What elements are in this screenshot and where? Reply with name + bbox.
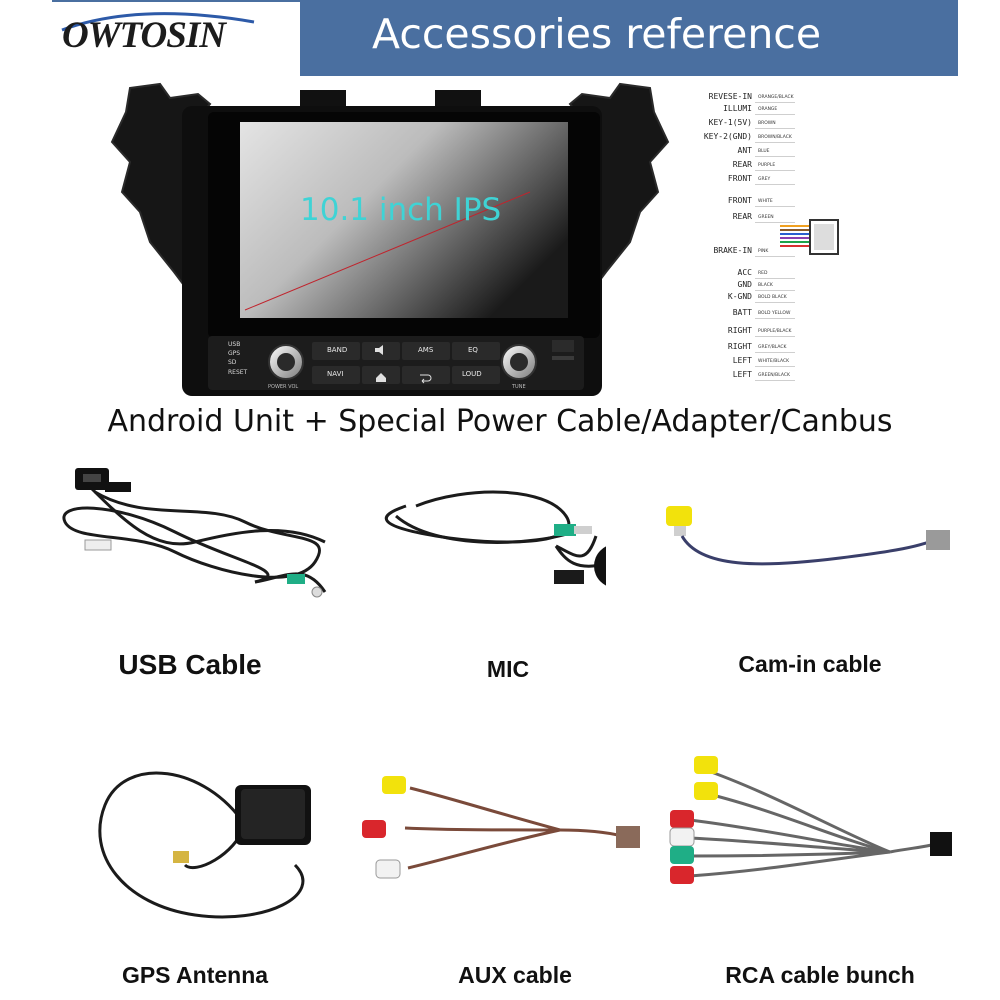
aux-cable-label: AUX cable [458,962,572,988]
wire-color-label: PURPLE/BLACK [758,329,792,334]
band-label: BAND [327,346,348,354]
wire-line [755,161,795,171]
brand-logo: OWTOSIN [62,15,226,56]
android-unit-image [110,82,670,396]
cam-in-cable-label: Cam-in cable [738,651,882,677]
screen-reflection [244,191,531,311]
usb-cable-image [62,468,327,598]
wire-name: GND [737,280,752,289]
wire-line [755,247,795,257]
aux-cable-image [362,776,640,879]
wire-name: LEFT [732,370,752,379]
band-button [312,342,360,360]
wire-name: LEFT [732,356,752,365]
unit-caption: Android Unit + Special Power Cable/Adapt… [107,404,893,439]
wire-color-label: PURPLE [758,163,776,168]
wire-line [755,175,795,185]
wire-line [755,213,795,223]
wire-name: ACC [737,268,752,277]
wire-color-label: GREY [758,177,771,182]
wire-color-label: ORANGE/BLACK [758,95,794,100]
wire-line [755,119,795,129]
wire-name: K-GND [727,292,752,301]
wire-line [755,281,795,291]
knob-right-label: TUNE [512,384,526,390]
eq-label: EQ [468,346,478,354]
side-label-gps: GPS [228,350,241,357]
side-label-usb: USB [228,341,241,348]
mic-label: MIC [486,656,530,682]
home-icon [376,373,386,382]
wire-color-label: BOLD BLACK [758,295,787,300]
screen-size-label: 10.1 inch IPS [300,192,502,228]
wire-name: REVESE-IN [708,92,752,101]
mic-image [385,490,606,586]
loud-label: LOUD [462,370,482,378]
ams-button [402,342,450,360]
side-label-sd: SD [228,359,237,366]
wire-color-label: WHITE/BLACK [758,359,790,364]
rca-cable-bunch-label: RCA cable bunch [725,962,915,988]
rca-cable-bunch-image [669,756,952,884]
usb-cable-label: USB Cable [118,649,262,680]
wire-line [755,357,795,367]
side-label-reset: RESET [228,369,248,376]
back-icon [420,374,432,384]
wire-line [755,327,795,337]
wire-color-label: RED [758,271,768,276]
wire-name: RIGHT [727,342,752,351]
wire-line [755,197,795,207]
wire-color-label: BLACK [758,283,773,288]
wire-name: BRAKE-IN [713,246,752,255]
wire-line [755,371,795,381]
wire-line [755,147,795,157]
gps-antenna-label: GPS Antenna [121,962,269,988]
wire-name: REAR [732,212,752,221]
ams-label: AMS [418,346,434,354]
wiring-diagram: REVESE-IN ORANGE/BLACK ILLUMI ORANGE KEY-1(5… [700,88,860,388]
wire-name: REAR [732,160,752,169]
gps-antenna-image [98,771,311,919]
wire-color-label: BROWN [758,121,776,126]
wire-name: ILLUMI [723,104,752,113]
wire-color-label: BOLD YELLOW [758,311,791,316]
wire-name: ANT [737,146,752,155]
sd-slot [552,340,574,352]
wire-color-label: ORANGE [758,107,778,112]
wire-color-label: GREY/BLACK [758,345,787,350]
wire-color-label: BROWN/BLACK [758,135,792,140]
wire-line [755,133,795,143]
cam-in-cable-image [666,506,950,566]
wire-name: BATT [732,308,752,317]
wire-color-label: GREEN [758,215,774,220]
wire-line [755,343,795,353]
eq-button [452,342,500,360]
wire-color-label: BLUE [758,149,770,154]
navi-label: NAVI [327,370,344,378]
wire-color-label: GREEN/BLACK [758,373,790,378]
wire-color-label: PINK [758,249,769,254]
wire-name: FRONT [727,196,752,205]
wire-name: KEY-2(GND) [703,132,752,141]
navi-button [312,366,360,384]
wire-name: FRONT [727,174,752,183]
screen [240,122,568,318]
wire-line [755,105,795,115]
wire-line [755,309,795,319]
wire-line [755,269,795,279]
wire-line [755,93,795,103]
wire-color-label: WHITE [758,199,773,204]
wiring-connector-icon [780,219,839,255]
page-title: Accessories reference [372,10,822,58]
knob-left-label: POWER VOL [268,384,299,390]
wire-name: KEY-1(5V) [708,118,752,127]
loud-button [452,366,500,384]
brand-swoosh-icon [61,12,255,32]
wire-line [755,293,795,303]
mute-icon [375,345,383,355]
wire-name: RIGHT [727,326,752,335]
